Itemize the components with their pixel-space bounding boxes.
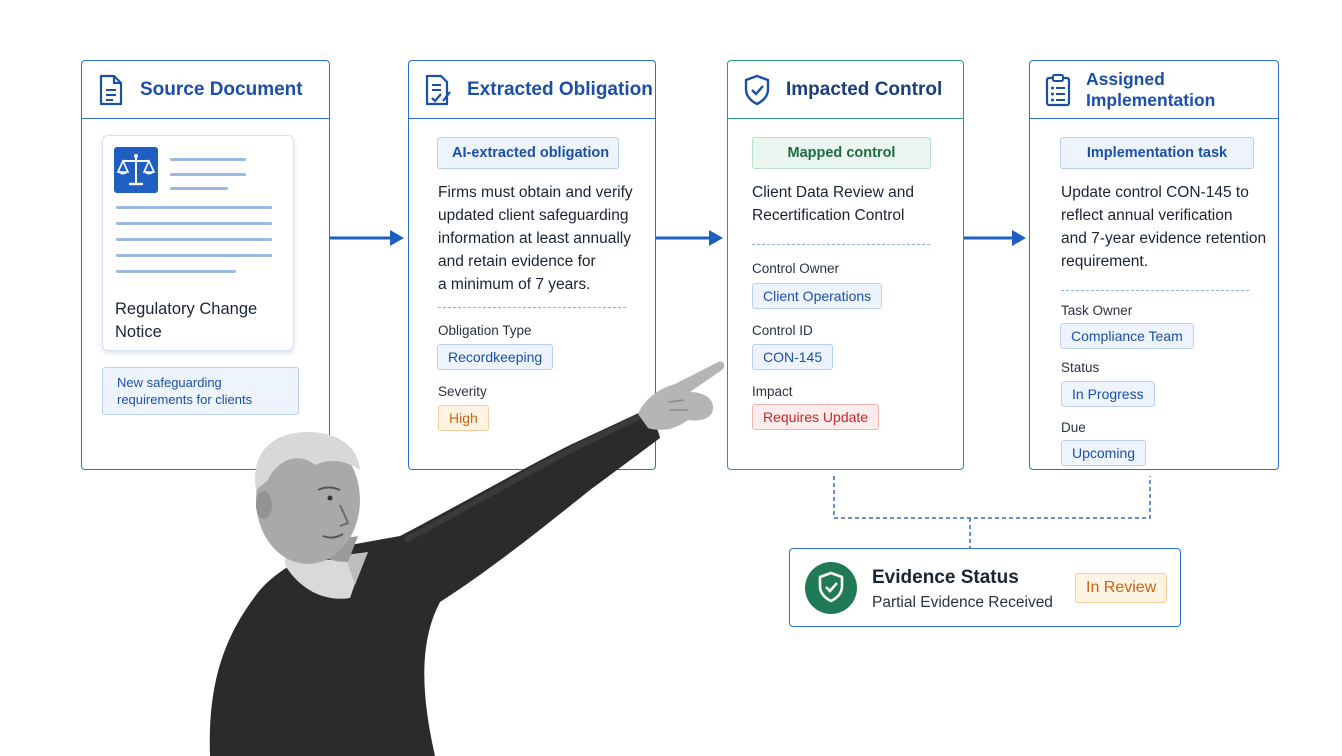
mapped-control-badge: Mapped control (752, 137, 931, 169)
assigned-implementation-header: Assigned Implementation (1030, 61, 1278, 119)
ai-extracted-badge: AI-extracted obligation (437, 137, 619, 169)
evidence-status-title: Evidence Status (872, 567, 1019, 588)
implementation-text-line: and 7-year evidence retention (1061, 230, 1267, 247)
due-label: Due (1061, 420, 1086, 435)
implementation-text-line: requirement. (1061, 253, 1149, 270)
divider (1061, 290, 1249, 291)
obligation-text-line: Firms must obtain and verify (438, 184, 633, 201)
extracted-obligation-card: Extracted Obligation AI-extracted obliga… (408, 60, 656, 470)
obligation-type-value: Recordkeeping (437, 344, 554, 370)
obligation-text: Firms must obtain and verify updated cli… (438, 181, 648, 296)
scales-icon (114, 147, 158, 193)
task-owner-label: Task Owner (1061, 303, 1133, 318)
document-icon (96, 73, 126, 107)
impacted-control-title: Impacted Control (786, 78, 943, 100)
assigned-implementation-title: Assigned Implementation (1086, 68, 1216, 110)
evidence-status-card[interactable]: Evidence Status Partial Evidence Receive… (789, 548, 1181, 627)
status-value: In Progress (1061, 381, 1155, 407)
source-document-title: Source Document (140, 78, 303, 100)
obligation-text-line: updated client safeguarding (438, 207, 629, 224)
text-line (116, 238, 272, 241)
checklist-document-icon (423, 73, 453, 107)
impacted-control-header: Impacted Control (728, 61, 963, 119)
implementation-task-badge: Implementation task (1060, 137, 1254, 169)
source-document-header: Source Document (82, 61, 329, 119)
text-line (170, 173, 246, 176)
obligation-text-line: information at least annually (438, 230, 632, 247)
control-text-line: Client Data Review and (752, 184, 914, 201)
person-pointing-illustration (209, 361, 725, 756)
document-title: Regulatory Change Notice (115, 300, 258, 341)
control-id-label: Control ID (752, 323, 813, 338)
flow-arrow-3 (964, 230, 1026, 246)
shield-check-icon (805, 562, 857, 614)
assigned-implementation-card: Assigned Implementation Implementation t… (1029, 60, 1279, 470)
evidence-status-subtitle: Partial Evidence Received (872, 594, 1053, 611)
due-value: Upcoming (1061, 440, 1147, 466)
evidence-connector (833, 476, 1151, 548)
severity-value: High (438, 405, 489, 431)
source-note: New safeguarding requirements for client… (102, 367, 299, 415)
text-line (116, 222, 272, 225)
regulatory-document-preview[interactable]: Regulatory Change Notice (102, 135, 294, 351)
obligation-text-line: a minimum of 7 years. (438, 276, 591, 293)
status-label: Status (1061, 360, 1100, 375)
severity-label: Severity (438, 384, 487, 399)
text-line (116, 270, 236, 273)
text-line (170, 187, 228, 190)
evidence-status-badge: In Review (1075, 573, 1168, 603)
source-document-card: Source Document Regulatory Change Notice… (81, 60, 330, 470)
divider (438, 307, 626, 308)
impact-label: Impact (752, 384, 793, 399)
control-owner-value: Client Operations (752, 283, 883, 309)
implementation-text-line: reflect annual verification (1061, 207, 1233, 224)
implementation-text-line: Update control CON-145 to (1061, 184, 1249, 201)
text-line (170, 158, 246, 161)
flow-arrow-1 (330, 230, 404, 246)
task-owner-value: Compliance Team (1060, 323, 1194, 349)
control-text-line: Recertification Control (752, 207, 905, 224)
obligation-type-label: Obligation Type (438, 323, 532, 338)
shield-check-icon (742, 73, 772, 107)
extracted-obligation-header: Extracted Obligation (409, 61, 655, 119)
control-id-value: CON-145 (752, 344, 834, 370)
text-line (116, 206, 272, 209)
obligation-text-line: and retain evidence for (438, 253, 596, 270)
clipboard-icon (1044, 73, 1072, 107)
divider (752, 244, 930, 245)
impacted-control-card: Impacted Control Mapped control Client D… (727, 60, 964, 470)
control-text: Client Data Review and Recertification C… (752, 181, 952, 227)
control-owner-label: Control Owner (752, 261, 840, 276)
implementation-text: Update control CON-145 to reflect annual… (1061, 181, 1273, 273)
flow-arrow-2 (656, 230, 723, 246)
impact-value: Requires Update (752, 404, 880, 430)
extracted-obligation-title: Extracted Obligation (467, 78, 653, 100)
text-line (116, 254, 272, 257)
